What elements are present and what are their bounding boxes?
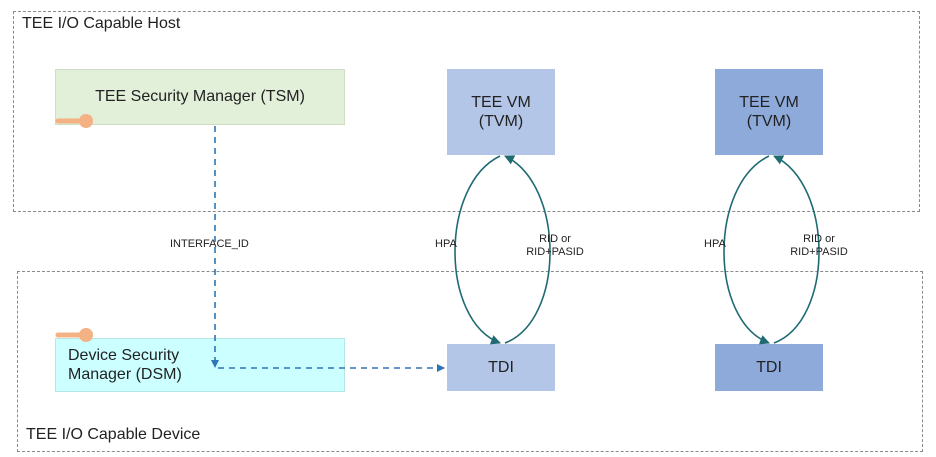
tsm-key-icon bbox=[55, 114, 93, 128]
hpa-label-2: HPA bbox=[704, 238, 726, 250]
tvm-1-line2: (TVM) bbox=[478, 113, 524, 130]
tvm-box-2: TEE VM (TVM) bbox=[715, 69, 823, 155]
hpa-label-1: HPA bbox=[435, 238, 457, 250]
host-region-label: TEE I/O Capable Host bbox=[22, 15, 181, 32]
tdi-2-label: TDI bbox=[756, 358, 782, 376]
rid-label-1-line2: RID+PASID bbox=[526, 245, 584, 258]
rid-label-1: RID or RID+PASID bbox=[520, 233, 590, 258]
dsm-box: Device Security Manager (DSM) bbox=[55, 338, 345, 392]
rid-curve-1 bbox=[504, 155, 551, 344]
tdi-box-2: TDI bbox=[715, 344, 823, 391]
interface-id-label: INTERFACE_ID bbox=[170, 238, 249, 250]
host-region bbox=[13, 11, 920, 212]
hpa-curve-1 bbox=[454, 155, 501, 345]
rid-label-2-line2: RID+PASID bbox=[790, 245, 848, 258]
device-region-label: TEE I/O Capable Device bbox=[26, 426, 201, 443]
tvm-1-line1: TEE VM bbox=[471, 93, 531, 111]
tdi-box-1: TDI bbox=[447, 344, 555, 391]
device-region bbox=[17, 271, 923, 452]
tdi-1-label: TDI bbox=[488, 358, 514, 376]
dsm-line2: Manager (DSM) bbox=[68, 366, 182, 383]
tsm-label: TEE Security Manager (TSM) bbox=[95, 88, 305, 106]
rid-label-1-line1: RID or bbox=[539, 233, 571, 245]
dsm-line1: Device Security bbox=[68, 346, 180, 364]
hpa-curve-2 bbox=[723, 155, 770, 345]
tsm-box: TEE Security Manager (TSM) bbox=[55, 69, 345, 125]
tvm-2-line1: TEE VM bbox=[739, 93, 799, 111]
tvm-box-1: TEE VM (TVM) bbox=[447, 69, 555, 155]
rid-curve-2 bbox=[773, 155, 820, 344]
dsm-key-icon bbox=[55, 328, 93, 342]
tvm-2-line2: (TVM) bbox=[746, 113, 792, 130]
rid-label-2: RID or RID+PASID bbox=[784, 233, 854, 258]
rid-label-2-line1: RID or bbox=[803, 233, 835, 245]
